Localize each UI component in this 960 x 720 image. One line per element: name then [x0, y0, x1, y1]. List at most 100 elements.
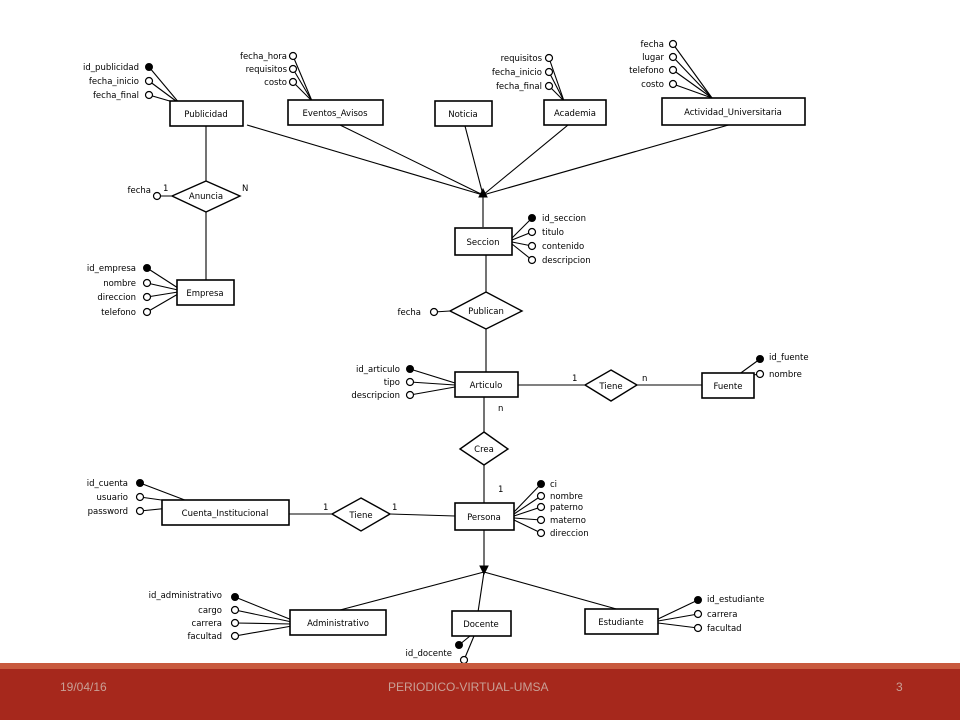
entity-actividad-universitaria: Actividad_Universitaria — [661, 97, 806, 126]
entity-academia: Academia — [543, 99, 607, 126]
cardinality-label: 1 — [572, 374, 577, 384]
entity-cuenta-institucional: Cuenta_Institucional — [161, 499, 290, 526]
relationship-label: Tiene — [348, 511, 372, 521]
entity-articulo: Articulo — [454, 371, 519, 398]
footer-center-text: PERIODICO-VIRTUAL-UMSA — [388, 680, 549, 694]
attribute-label: carrera — [707, 610, 737, 620]
entity-estudiante: Estudiante — [584, 608, 659, 635]
entity-label: Administrativo — [307, 619, 369, 629]
entity-persona: Persona — [454, 502, 515, 531]
entity-label: Noticia — [448, 110, 478, 120]
attribute-label: cargo — [198, 606, 222, 616]
relationship-label: Anuncia — [189, 192, 223, 202]
attribute-label: telefono — [629, 66, 664, 76]
entity-eventos-avisos: Eventos_Avisos — [287, 99, 384, 126]
attribute-label: carrera — [192, 619, 222, 629]
cardinality-label: 1 — [498, 485, 503, 495]
entity-label: Articulo — [470, 381, 503, 391]
slide-footer — [0, 669, 960, 720]
entity-label: Cuenta_Institucional — [182, 509, 269, 519]
entity-seccion: Seccion — [454, 227, 513, 256]
attribute-label: id_cuenta — [87, 479, 128, 489]
attribute-label: costo — [641, 80, 664, 90]
relationship-lines — [205, 123, 733, 613]
cardinality-label: N — [242, 184, 248, 194]
entity-label: Empresa — [186, 289, 223, 299]
relationship-publican: Publican — [448, 291, 524, 330]
attribute-markers — [135, 39, 765, 665]
entity-fuente: Fuente — [701, 372, 755, 399]
attribute-label: direccion — [97, 293, 136, 303]
cardinality-label: 1 — [323, 503, 328, 513]
attribute-label: id_empresa — [87, 264, 136, 274]
attribute-label: fecha — [128, 186, 152, 196]
attribute-label: fecha — [641, 40, 665, 50]
attribute-label: titulo — [542, 228, 564, 238]
attribute-label: id_administrativo — [149, 591, 222, 601]
cardinality-label: 1 — [392, 503, 397, 513]
relationship-label: Publican — [468, 307, 504, 317]
attribute-label: password — [88, 507, 128, 517]
attribute-label: usuario — [97, 493, 128, 503]
entity-label: Fuente — [714, 382, 743, 392]
attribute-label: contenido — [542, 242, 584, 252]
footer-page-number: 3 — [896, 680, 903, 694]
attribute-label: materno — [550, 516, 586, 526]
entity-label: Actividad_Universitaria — [684, 108, 782, 118]
cardinality-labels: 1 N 1 n n 1 1 1 — [163, 184, 647, 513]
attribute-label: tipo — [384, 378, 400, 388]
attribute-label: telefono — [101, 308, 136, 318]
isa-arrow-persona — [479, 565, 489, 576]
entity-docente: Docente — [451, 610, 512, 637]
entity-label: Docente — [463, 620, 499, 630]
attribute-label: id_estudiante — [707, 595, 764, 605]
entity-label: Academia — [554, 109, 596, 119]
relationship-crea: Crea — [458, 431, 510, 466]
attribute-label: id_fuente — [769, 353, 809, 363]
attribute-label: nombre — [103, 279, 136, 289]
attribute-label: fecha_final — [93, 91, 139, 101]
attribute-label: descripcion — [351, 391, 400, 401]
relationship-tiene-fuente: Tiene — [583, 369, 639, 402]
entity-administrativo: Administrativo — [289, 609, 387, 636]
attribute-label: requisitos — [501, 54, 543, 64]
attribute-label: facultad — [187, 632, 222, 642]
attribute-label: nombre — [550, 492, 583, 502]
attribute-label: fecha — [398, 308, 422, 318]
attribute-label: id_publicidad — [83, 63, 139, 73]
attribute-label: paterno — [550, 503, 583, 513]
attribute-label: id_articulo — [356, 365, 400, 375]
attribute-label: fecha_final — [496, 82, 542, 92]
attribute-labels: id_publicidad fecha_inicio fecha_final f… — [83, 40, 809, 672]
entity-publicidad: Publicidad — [169, 100, 244, 127]
attribute-label: descripcion — [542, 256, 591, 266]
entity-noticia: Noticia — [434, 100, 493, 127]
entity-label: Publicidad — [184, 110, 228, 120]
attribute-label: id_seccion — [542, 214, 586, 224]
footer-date: 19/04/16 — [60, 680, 107, 694]
attribute-label: costo — [264, 78, 287, 88]
entity-label: Eventos_Avisos — [303, 109, 369, 119]
relationship-label: Crea — [474, 445, 494, 455]
attribute-label: fecha_inicio — [89, 77, 139, 87]
attribute-label: fecha_hora — [240, 52, 287, 62]
attribute-label: fecha_inicio — [492, 68, 542, 78]
cardinality-label: n — [498, 404, 503, 414]
entity-label: Seccion — [467, 238, 500, 248]
relationship-anuncia: Anuncia — [170, 180, 242, 213]
cardinality-label: 1 — [163, 184, 168, 194]
attribute-label: nombre — [769, 370, 802, 380]
attribute-label: lugar — [642, 53, 664, 63]
footer-accent-bar — [0, 663, 960, 669]
attribute-label: facultad — [707, 624, 742, 634]
attribute-label: id_docente — [406, 649, 452, 659]
cardinality-label: n — [642, 374, 647, 384]
attribute-label: requisitos — [246, 65, 288, 75]
attribute-label: ci — [550, 480, 557, 490]
relationship-label: Tiene — [598, 382, 622, 392]
attribute-label: direccion — [550, 529, 589, 539]
entity-label: Persona — [467, 513, 501, 523]
relationship-tiene-cuenta: Tiene — [330, 497, 392, 532]
entity-label: Estudiante — [598, 618, 643, 628]
